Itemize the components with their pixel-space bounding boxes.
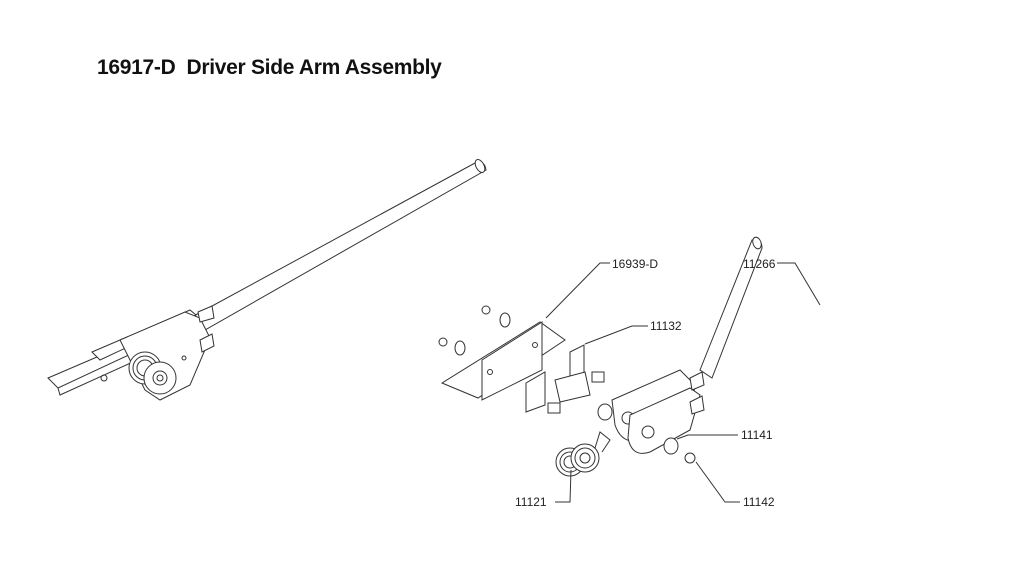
part-label-11121: 11121 bbox=[515, 495, 547, 509]
exploded-view-drawing: 16939-D 11266 11132 11141 11142 11121 bbox=[438, 236, 821, 509]
page-title: 16917-D Driver Side Arm Assembly bbox=[97, 56, 442, 79]
part-label-11142: 11142 bbox=[743, 495, 775, 509]
part-label-16939-D: 16939-D bbox=[612, 257, 658, 271]
assembled-arm-drawing bbox=[47, 159, 487, 401]
part-label-11132: 11132 bbox=[650, 319, 682, 333]
part-label-11141: 11141 bbox=[741, 428, 773, 442]
part-label-11266: 11266 bbox=[743, 257, 776, 271]
